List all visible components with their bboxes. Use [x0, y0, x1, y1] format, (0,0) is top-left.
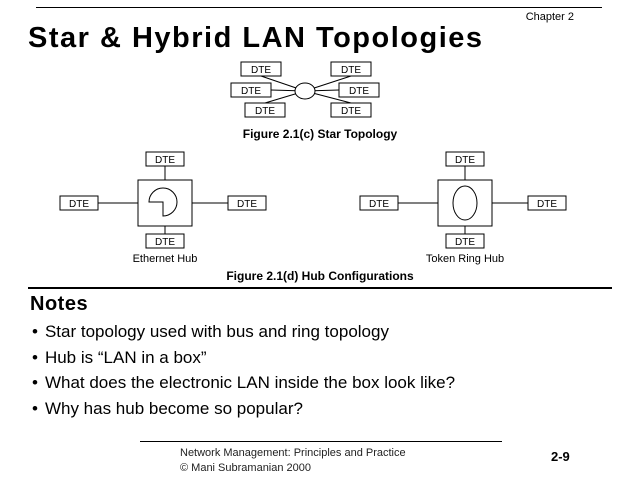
footer-credit-line2: © Mani Subramanian 2000	[180, 461, 312, 474]
notes-list: • Star topology used with bus and ring t…	[32, 322, 502, 425]
bullet-item: • Hub is “LAN in a box”	[32, 348, 502, 369]
dte-box	[230, 82, 272, 98]
bullet-item: • What does the electronic LAN inside th…	[32, 373, 502, 394]
dte-box	[445, 151, 485, 167]
dte-label: DTE	[341, 65, 361, 76]
dte-label: DTE	[237, 199, 257, 210]
dte-label: DTE	[241, 86, 261, 97]
dte-box	[359, 195, 399, 211]
bullet-text: Hub is “LAN in a box”	[44, 347, 207, 367]
ethernet-bus-shape	[148, 187, 178, 217]
dte-label: DTE	[537, 199, 557, 210]
footer-rule	[140, 441, 502, 442]
bullet-marker: •	[32, 322, 38, 341]
header-rule	[36, 7, 602, 8]
bullet-marker: •	[32, 347, 38, 367]
dte-label: DTE	[251, 65, 271, 76]
hub-label: Token Ring Hub	[426, 253, 504, 265]
dte-box	[59, 195, 99, 211]
footer-credit: Network Management: Principles and Pract…	[180, 446, 406, 476]
dte-box	[330, 102, 372, 118]
dte-box	[145, 233, 185, 249]
notes-rule	[28, 287, 612, 289]
dte-box	[338, 82, 380, 98]
dte-label: DTE	[69, 199, 89, 210]
dte-label: DTE	[455, 155, 475, 166]
star-center-node	[294, 82, 316, 100]
bullet-text: What does the electronic LAN inside the …	[44, 373, 456, 393]
chapter-label: Chapter 2	[525, 11, 574, 23]
dte-box	[330, 61, 372, 77]
token-ring-hub-figure: DTE DTE DTE DTE Token Ring Hub	[359, 151, 567, 265]
page-number: 2-9	[551, 449, 570, 464]
dte-label: DTE	[155, 237, 175, 248]
ethernet-hub-figure: DTE DTE DTE DTE Ethernet Hub	[59, 151, 267, 265]
dte-label: DTE	[155, 155, 175, 166]
hub-label: Ethernet Hub	[133, 253, 198, 265]
footer-credit-line1: Network Management: Principles and Pract…	[180, 447, 406, 459]
notes-heading: Notes	[30, 293, 89, 315]
hub-caption: Figure 2.1(d) Hub Configurations	[226, 269, 414, 283]
dte-label: DTE	[369, 199, 389, 210]
token-ring-shape	[452, 185, 478, 221]
dte-box	[240, 61, 282, 77]
dte-label: DTE	[341, 106, 361, 117]
star-topology-figure: DTE DTE DTE DTE DTE DTE	[230, 61, 380, 118]
bullet-item: • Star topology used with bus and ring t…	[32, 322, 502, 343]
dte-box	[445, 233, 485, 249]
dte-label: DTE	[255, 106, 275, 117]
page-title: Star & Hybrid LAN Topologies	[28, 22, 484, 54]
dte-box	[227, 195, 267, 211]
bullet-marker: •	[32, 399, 38, 419]
dte-box	[527, 195, 567, 211]
bullet-text: Why has hub become so popular?	[44, 399, 303, 419]
dte-box	[244, 102, 286, 118]
bullet-item: • Why has hub become so popular?	[32, 399, 502, 420]
star-caption: Figure 2.1(c) Star Topology	[242, 127, 398, 141]
bullet-marker: •	[32, 373, 38, 393]
dte-label: DTE	[455, 237, 475, 248]
bullet-text: Star topology used with bus and ring top…	[44, 322, 389, 341]
dte-box	[145, 151, 185, 167]
dte-label: DTE	[349, 86, 369, 97]
